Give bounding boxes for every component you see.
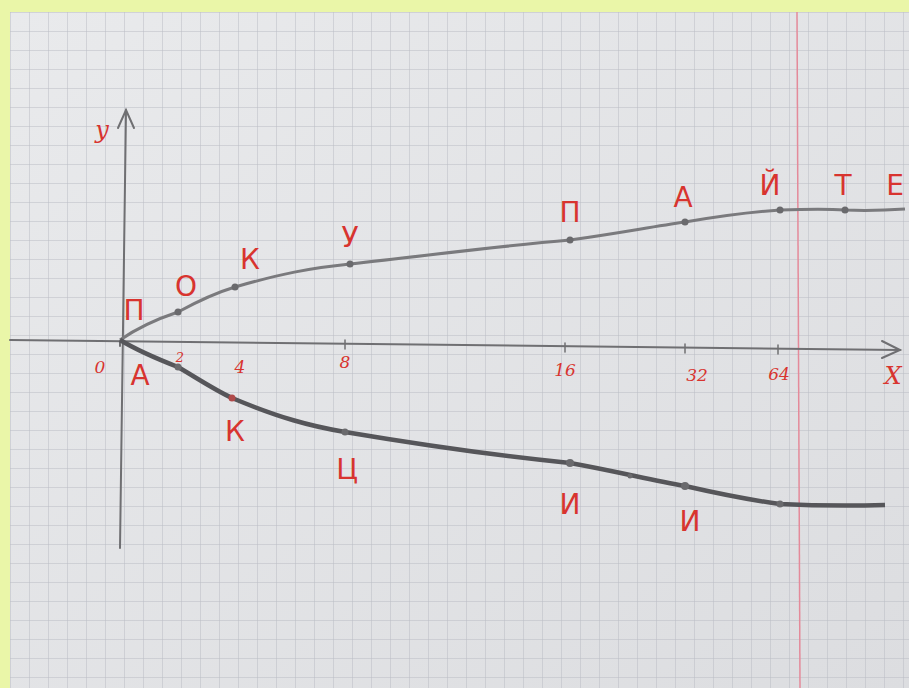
tick-label: 32 <box>686 367 708 384</box>
paper <box>10 12 909 688</box>
curve-points <box>175 207 849 508</box>
tick-label: 16 <box>554 362 576 379</box>
point-letter: К <box>225 418 245 446</box>
point-letter: У <box>341 224 358 252</box>
tick-label: 8 <box>340 354 351 371</box>
point-letter: Ц <box>336 456 358 484</box>
point-letter: О <box>175 273 197 301</box>
point-letter: А <box>673 184 692 212</box>
margin-line <box>797 12 800 688</box>
axis-name: X <box>884 364 901 388</box>
point-letter: И <box>680 508 701 536</box>
point-letter: И <box>560 491 581 519</box>
point-letter: Е <box>886 172 904 200</box>
point-letter: П <box>123 297 144 325</box>
point-letter: П <box>559 199 580 227</box>
upper-curve <box>120 209 905 340</box>
origin-label: 0 <box>95 359 106 376</box>
lower-curve <box>120 340 885 506</box>
point-letter: К <box>240 246 260 274</box>
tick-label: 4 <box>235 359 246 376</box>
point-letter: Й <box>760 172 781 200</box>
tick-label: 64 <box>768 366 790 383</box>
grid <box>10 12 909 688</box>
axes <box>10 110 900 548</box>
tick-label: 2 <box>176 351 184 364</box>
axis-name: y <box>95 118 109 142</box>
point-letter: А <box>130 362 149 390</box>
point-letter: Т <box>834 172 851 200</box>
